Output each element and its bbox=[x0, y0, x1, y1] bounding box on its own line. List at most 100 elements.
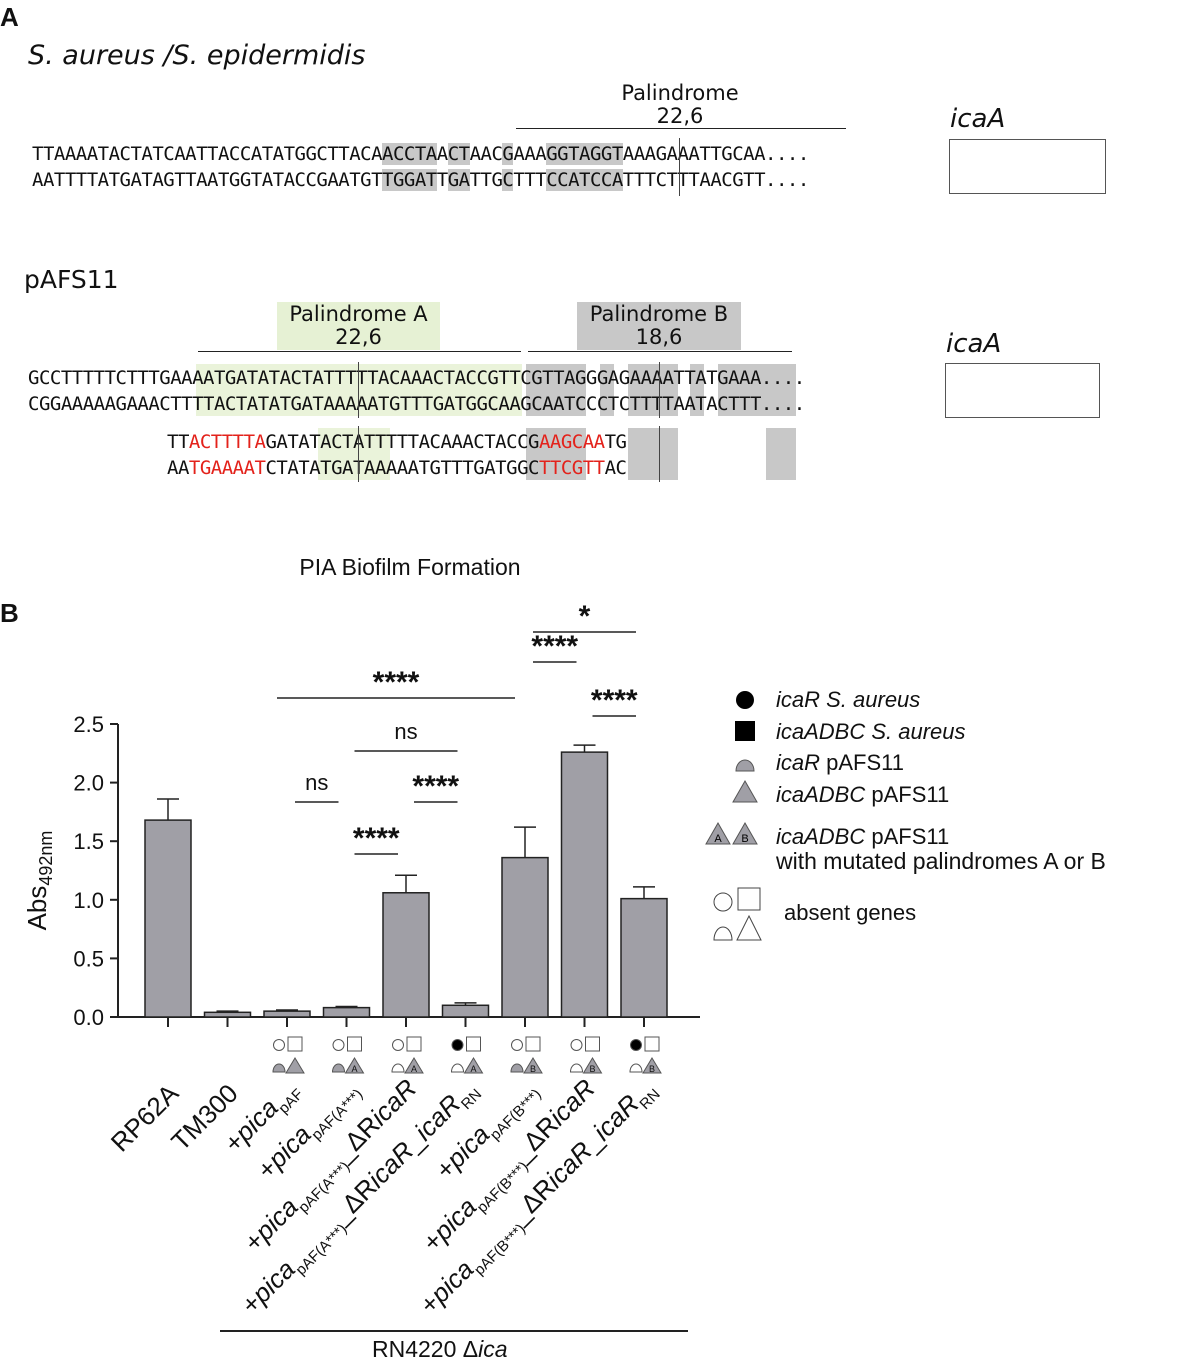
genotype-triangle-icon bbox=[463, 1057, 484, 1074]
genotype-half-circle-icon bbox=[510, 1063, 524, 1073]
legend-italic: icaR S. aureus bbox=[776, 687, 921, 712]
legend-tri-b-label: B bbox=[741, 833, 748, 845]
legend-item-absent: absent genes bbox=[784, 900, 916, 926]
genotype-circle-icon bbox=[630, 1039, 642, 1051]
bar bbox=[263, 1010, 311, 1018]
seq-segment-highlight: CATCCA bbox=[557, 169, 623, 191]
y-tick-label: 1.5 bbox=[73, 829, 104, 854]
significance-label: * bbox=[579, 600, 591, 633]
plasmid-sequence-bottom-strand: CGGAAAAAGAAACTTTTACTATATGATAAAAATGTTTGAT… bbox=[28, 393, 805, 415]
highlight-block bbox=[628, 364, 678, 416]
palindrome-b-center-line-mut bbox=[659, 426, 660, 482]
seq-segment: TTT bbox=[513, 169, 547, 191]
highlight-block bbox=[600, 364, 614, 416]
seq-segment: AACGTT.... bbox=[699, 169, 809, 191]
y-tick-label: 1.0 bbox=[73, 888, 104, 913]
seq-segment-highlight: C bbox=[546, 169, 558, 191]
seq-segment: AAC bbox=[469, 143, 503, 165]
seq-segment: TT bbox=[167, 431, 189, 453]
palindrome-b-bracket-line bbox=[528, 351, 792, 352]
genotype-square-icon bbox=[525, 1036, 541, 1052]
seq-segment: A bbox=[436, 143, 448, 165]
mutated-sequence-top-strand: TTACTTTTAGATATACTATTTTTACAAACTACCGAAGCAA… bbox=[167, 429, 627, 455]
significance-label: **** bbox=[373, 666, 420, 699]
seq-segment: AA bbox=[167, 457, 189, 479]
seq-segment-highlight: G bbox=[546, 143, 558, 165]
y-tick-label: 2.5 bbox=[73, 712, 104, 737]
genotype-half-circle-icon bbox=[450, 1063, 465, 1073]
genotype-half-circle-icon bbox=[272, 1063, 286, 1073]
chart-title: PIA Biofilm Formation bbox=[299, 554, 520, 580]
seq-segment: AAAGAAA bbox=[622, 143, 700, 165]
highlight-block bbox=[196, 364, 522, 416]
genotype-triangle-label: A bbox=[411, 1064, 417, 1074]
mutated-sequence-bottom-strand: AATGAAAATCTATATGATAAAAATGTTTGATGGCTTCGTT… bbox=[167, 455, 627, 481]
genotype-half-circle-icon bbox=[569, 1063, 584, 1073]
seq-segment: GATATACTATTTTTACAAACTACCG bbox=[265, 431, 539, 453]
icaA-box bbox=[949, 139, 1106, 194]
filled-circle-icon bbox=[736, 691, 754, 709]
genotype-triangle-icon bbox=[285, 1057, 305, 1074]
palindrome-a-label: Palindrome A 22,6 bbox=[277, 302, 440, 350]
legend-item-icaADBC-aureus: icaADBC S. aureus bbox=[776, 719, 966, 745]
mutated-segment: ACTTTTA bbox=[188, 431, 266, 453]
bar bbox=[322, 1006, 371, 1018]
triangle-icon bbox=[732, 779, 758, 803]
seq-segment: AC bbox=[604, 457, 627, 479]
palindrome-center-line bbox=[679, 138, 680, 196]
genotype-triangle-icon bbox=[582, 1057, 603, 1074]
sequence-bottom-strand: AATTTTATGATAGTTAATGGTATACCGAATGTTGGATTGA… bbox=[32, 167, 809, 193]
genotype-circle-icon bbox=[273, 1039, 285, 1051]
genotype-triangle-icon bbox=[404, 1057, 424, 1074]
legend-plain: absent genes bbox=[784, 900, 917, 925]
seq-segment: AATTTTATGATAGTTAATGGTATACCGAATGT bbox=[32, 169, 383, 191]
genotype-triangle-label: B bbox=[649, 1064, 655, 1074]
significance-label: **** bbox=[412, 770, 459, 803]
y-tick-label: 2.0 bbox=[73, 771, 104, 796]
panel-b-letter: B bbox=[0, 598, 19, 628]
genotype-half-circle-icon bbox=[629, 1063, 643, 1073]
significance-label: **** bbox=[531, 630, 578, 663]
palindrome-a-value: 22,6 bbox=[335, 325, 382, 349]
palindrome-b-name: Palindrome B bbox=[589, 302, 729, 326]
palindrome-b-value: 18,6 bbox=[635, 325, 683, 349]
open-half-circle-icon bbox=[713, 926, 733, 941]
bar bbox=[203, 1011, 252, 1018]
highlight-block bbox=[526, 364, 586, 416]
genotype-square-icon bbox=[466, 1036, 481, 1052]
genotype-square-icon bbox=[644, 1036, 660, 1052]
seq-segment-highlight: TGGAT bbox=[382, 169, 437, 191]
genotype-circle-icon bbox=[451, 1039, 464, 1051]
seq-segment-highlight: C bbox=[502, 169, 514, 191]
seq-segment: TTAAAATACTATCAATTACCATATGGCTTACA bbox=[32, 143, 383, 165]
highlight-block bbox=[766, 428, 796, 480]
highlight-block bbox=[718, 364, 796, 416]
genotype-square-icon bbox=[347, 1036, 362, 1052]
legend-item-mutated: icaADBC pAFS11 with mutated palindromes … bbox=[776, 824, 1106, 874]
biofilm-bar-chart: PIA Biofilm Formation 0.0 0.5 1.0 1.5 2.0 2.5A… bbox=[22, 554, 700, 1320]
palindrome-b-center-line bbox=[659, 362, 660, 418]
legend: A B icaR S. aureus icaADBC S. aureus ica… bbox=[700, 683, 1182, 953]
genotype-circle-icon bbox=[332, 1039, 345, 1051]
palindrome-a-name: Palindrome A bbox=[289, 302, 428, 326]
seq-segment: TTTCTTT bbox=[622, 169, 700, 191]
genotype-half-circle-icon bbox=[331, 1063, 346, 1073]
open-triangle-icon bbox=[736, 914, 762, 941]
seq-segment-highlight: GA bbox=[447, 169, 470, 191]
highlight-block bbox=[318, 428, 390, 480]
palindrome-label: Palindrome 22,6 bbox=[580, 82, 780, 128]
palindrome-b-label: Palindrome B 18,6 bbox=[577, 302, 741, 350]
genotype-circle-icon bbox=[511, 1039, 523, 1051]
y-tick-label: 0.5 bbox=[73, 946, 104, 971]
significance-label: ns bbox=[305, 770, 328, 795]
legend-tri-a-label: A bbox=[714, 833, 722, 845]
legend-line2: with mutated palindromes A or B bbox=[776, 848, 1106, 874]
legend-item-icaADBC-pafs11: icaADBC pAFS11 bbox=[776, 782, 949, 808]
bar bbox=[382, 892, 430, 1018]
seq-segment: TTG bbox=[469, 169, 503, 191]
mutated-segment: TGAAAAT bbox=[188, 457, 266, 479]
bar bbox=[501, 856, 549, 1018]
legend-plain: pAFS11 bbox=[820, 750, 904, 775]
y-tick-label: 0.0 bbox=[73, 1005, 104, 1030]
bar bbox=[620, 897, 668, 1018]
